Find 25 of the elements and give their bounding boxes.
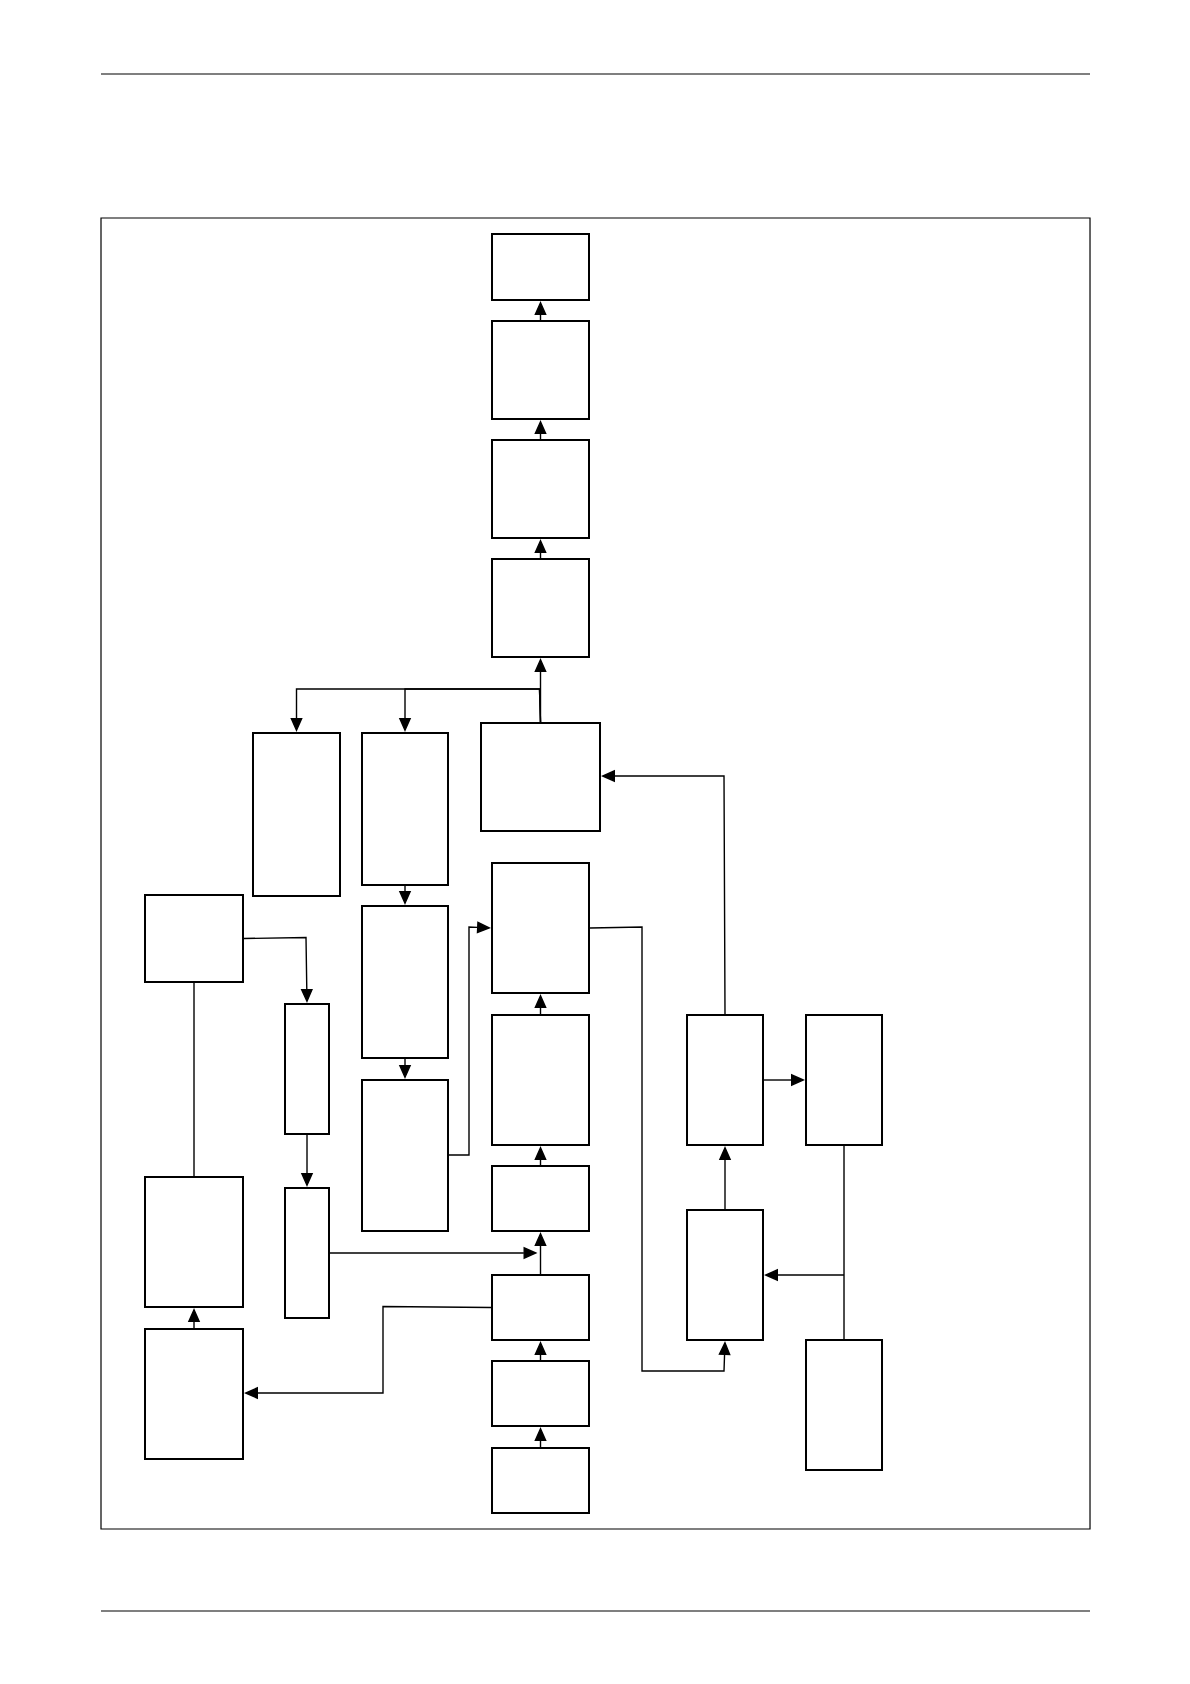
process-box: [491, 439, 590, 539]
process-box: [491, 1165, 590, 1232]
arrow: [589, 926, 731, 1372]
process-box: [491, 1360, 590, 1427]
process-box: [361, 732, 449, 886]
process-box: [361, 1079, 449, 1232]
process-box: [144, 894, 244, 983]
process-box: [361, 905, 449, 1059]
process-box: [491, 1447, 590, 1514]
process-box: [686, 1014, 764, 1146]
process-box: [284, 1187, 330, 1319]
process-box: [686, 1209, 764, 1341]
process-box: [480, 722, 601, 832]
process-box: [252, 732, 341, 897]
process-box: [144, 1176, 244, 1308]
process-box: [491, 862, 590, 994]
process-box: [491, 320, 590, 420]
process-box: [144, 1328, 244, 1460]
process-box: [284, 1003, 330, 1135]
process-box: [491, 1014, 590, 1146]
process-box: [491, 1274, 590, 1341]
process-box: [805, 1014, 883, 1146]
process-box: [805, 1339, 883, 1471]
process-box: [491, 558, 590, 658]
process-box: [491, 233, 590, 301]
